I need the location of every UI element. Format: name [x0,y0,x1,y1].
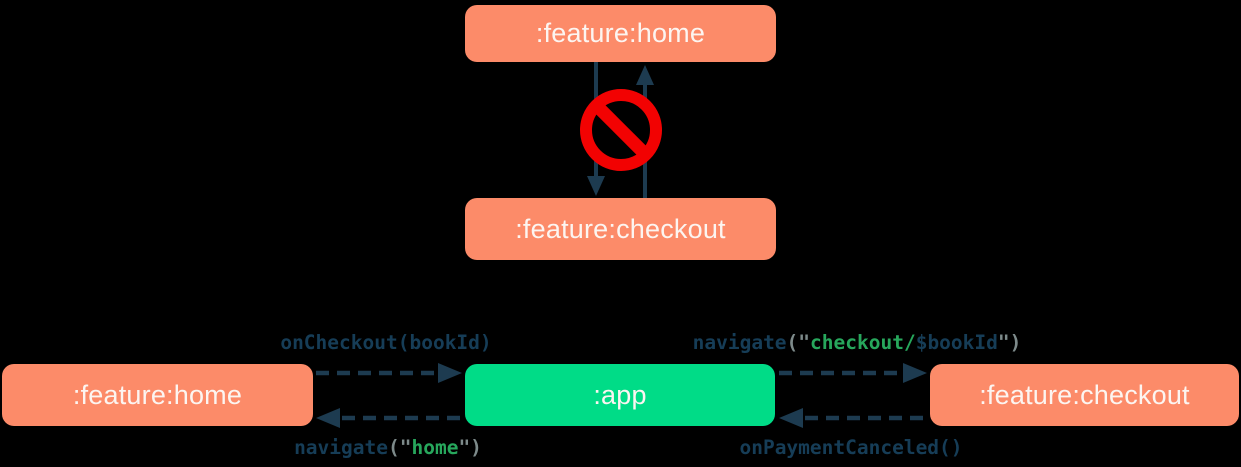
module-label: :app [593,379,647,410]
arrow-up-head-icon [636,65,654,85]
module-box-feature-checkout-top: :feature:checkout [465,198,776,260]
code-argument: bookId [409,331,480,354]
code-label-onpaymentcanceled: onPaymentCanceled() [739,436,962,460]
arrow-left-head-icon [316,408,340,428]
arrow-right-head-icon [903,363,927,383]
code-label-oncheckout: onCheckout(bookId) [280,331,491,355]
arrow-left-head-icon [779,408,803,428]
code-string: home [411,436,459,459]
code-string: checkout/ [810,331,916,354]
code-paren-quote: (" [786,331,811,354]
module-label: :feature:home [535,18,706,48]
no-entry-icon [580,89,662,171]
event-arrow-home-to-app [316,363,462,383]
module-box-app: :app [465,364,775,426]
code-function: onCheckout( [280,331,410,354]
module-label: :feature:checkout [515,213,726,244]
module-box-feature-checkout: :feature:checkout [930,364,1239,426]
navigate-arrow-app-to-checkout [779,363,927,383]
code-function: onPaymentCanceled() [739,436,963,459]
code-label-navigate-home: navigate("home") [294,436,482,460]
navigate-arrow-app-to-home [316,408,460,428]
event-arrow-checkout-to-app [779,408,923,428]
module-label: :feature:home [72,379,243,410]
arrow-right-head-icon [438,363,462,383]
module-label: :feature:checkout [979,379,1190,410]
code-label-navigate-checkout: navigate("checkout/$bookId") [693,331,1022,355]
code-quote-paren: ") [458,436,482,459]
module-box-feature-home: :feature:home [2,364,313,426]
code-keyword: navigate [294,436,388,459]
module-box-feature-home-top: :feature:home [465,5,776,62]
code-keyword: navigate [692,331,787,354]
code-template-var: $bookId [915,331,998,354]
code-paren-quote: (" [387,436,412,459]
code-paren: ) [479,331,492,354]
code-quote-paren: ") [997,331,1022,354]
arrow-down-head-icon [587,176,605,196]
